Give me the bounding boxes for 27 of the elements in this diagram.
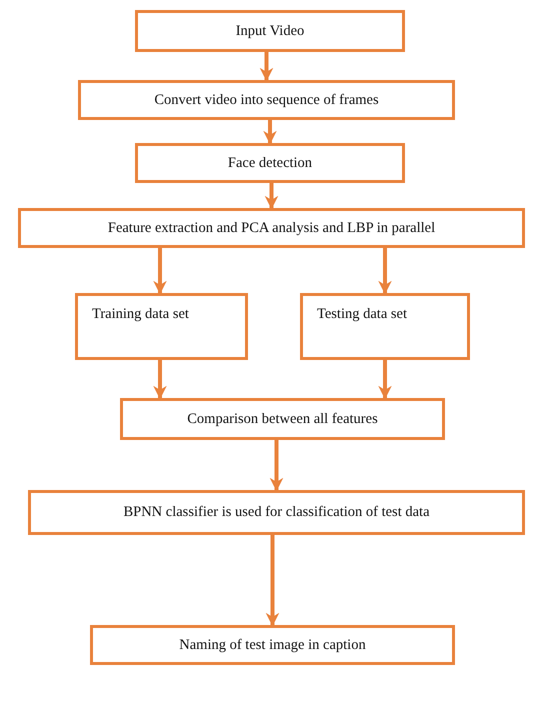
process-box (18, 208, 525, 248)
process-box (135, 143, 405, 183)
arrow (153, 248, 167, 294)
box-label: Input Video (236, 22, 304, 40)
box-label: Comparison between all features (187, 410, 378, 428)
box-label: Training data set (92, 306, 189, 323)
process-box (78, 80, 455, 120)
process-box (300, 293, 470, 360)
process-box (28, 490, 525, 535)
arrow (264, 183, 278, 210)
box-label: Testing data set (317, 306, 407, 323)
process-box (75, 293, 248, 360)
box-label: Convert video into sequence of frames (154, 92, 379, 108)
arrow (260, 52, 274, 82)
box-label: Naming of test image in caption (179, 636, 366, 654)
process-box (135, 10, 405, 52)
arrow (153, 360, 167, 400)
arrow (266, 535, 280, 626)
arrow (378, 360, 392, 400)
arrow (270, 440, 284, 492)
box-label: Feature extraction and PCA analysis and LBP in parallel (108, 220, 436, 236)
box-label: BPNN classifier is used for classification of test data (123, 504, 430, 521)
box-label: Face detection (228, 154, 312, 172)
process-box (120, 398, 445, 440)
arrow (378, 248, 392, 294)
arrow (263, 120, 277, 144)
process-box (90, 625, 455, 665)
